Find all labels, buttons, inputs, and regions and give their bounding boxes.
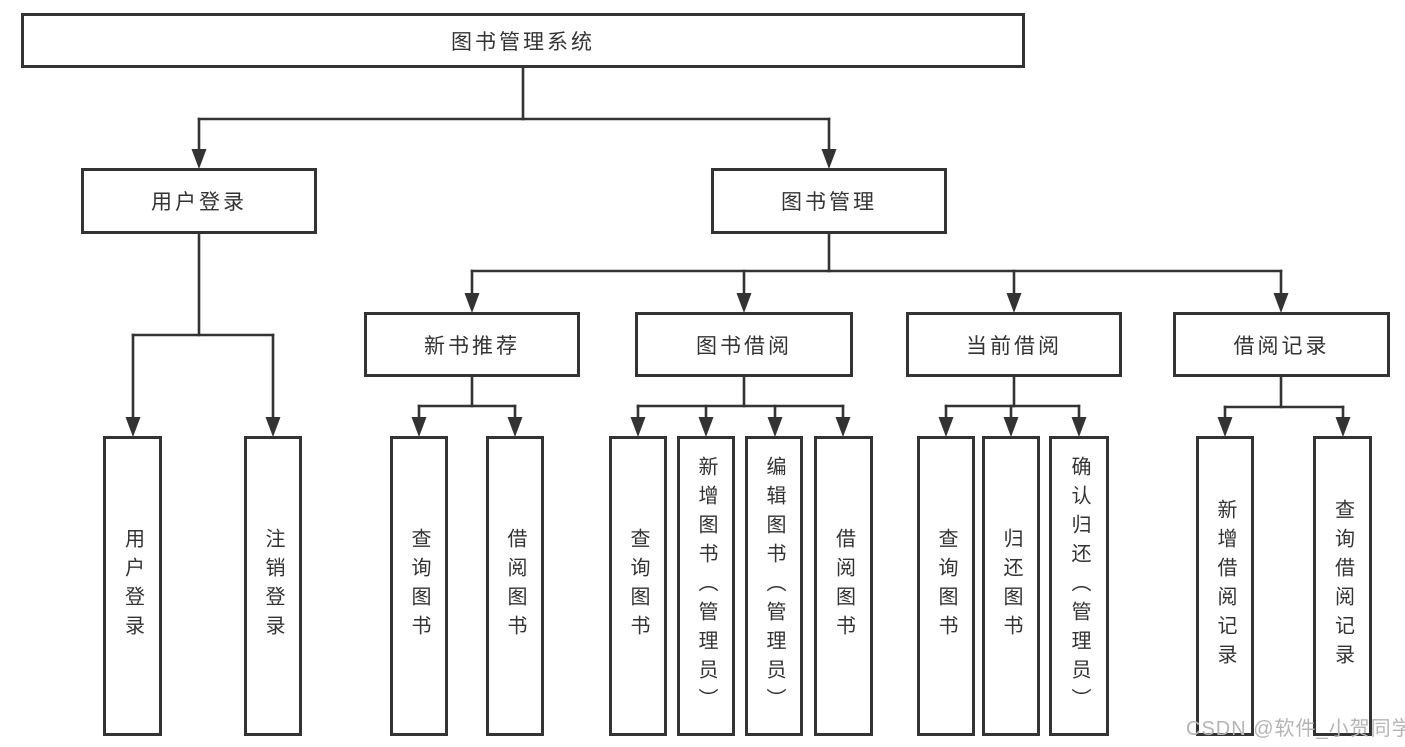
- node-borrowing-records: 借阅记录: [1173, 312, 1390, 377]
- node-label: 编辑图书（管理员）: [763, 455, 785, 717]
- node-label: 新增借阅记录: [1214, 499, 1236, 673]
- node-label: 图书管理系统: [451, 30, 595, 54]
- node-book-management: 图书管理: [711, 168, 947, 234]
- node-label: 查询图书: [408, 528, 430, 644]
- node-label: 借阅图书: [504, 528, 526, 644]
- node-book-borrowing: 图书借阅: [635, 312, 853, 377]
- node-label: 新增图书（管理员）: [695, 455, 717, 717]
- leaf-query-borrow-record: 查询借阅记录: [1313, 436, 1372, 736]
- leaf-query-books-current: 查询图书: [917, 436, 975, 736]
- node-new-book-recommend: 新书推荐: [364, 312, 580, 377]
- node-label: 注销登录: [262, 528, 284, 644]
- leaf-return-books: 归还图书: [982, 436, 1040, 736]
- node-label: 图书借阅: [696, 334, 792, 358]
- leaf-borrow-books: 借阅图书: [814, 436, 873, 736]
- node-label: 查询图书: [627, 528, 649, 644]
- leaf-add-borrow-record: 新增借阅记录: [1196, 436, 1254, 736]
- node-library-system: 图书管理系统: [21, 13, 1025, 68]
- node-current-borrowing: 当前借阅: [906, 312, 1122, 377]
- leaf-add-books-admin: 新增图书（管理员）: [677, 436, 735, 736]
- leaf-logout: 注销登录: [244, 436, 302, 736]
- leaf-query-books-borrowing: 查询图书: [609, 436, 667, 736]
- node-label: 新书推荐: [424, 334, 520, 358]
- node-label: 用户登录: [151, 191, 247, 214]
- leaf-confirm-return-admin: 确认归还（管理员）: [1049, 436, 1109, 736]
- leaf-query-books-recommend: 查询图书: [390, 436, 448, 736]
- node-label: 图书管理: [781, 191, 877, 214]
- csdn-watermark: CSDN @软件_小贺同学: [1186, 718, 1405, 740]
- leaf-edit-books-admin: 编辑图书（管理员）: [745, 436, 803, 736]
- node-label: 借阅图书: [832, 528, 855, 644]
- leaf-borrow-books-recommend: 借阅图书: [486, 436, 544, 736]
- node-label: 查询图书: [935, 528, 957, 644]
- node-label: 借阅记录: [1233, 334, 1330, 358]
- node-label: 归还图书: [1000, 528, 1022, 644]
- node-label: 确认归还（管理员）: [1068, 455, 1090, 717]
- node-user-login: 用户登录: [81, 168, 317, 234]
- leaf-user-login: 用户登录: [103, 436, 162, 736]
- node-label: 用户登录: [121, 528, 144, 644]
- node-label: 查询借阅记录: [1331, 499, 1354, 673]
- node-label: 当前借阅: [966, 334, 1062, 358]
